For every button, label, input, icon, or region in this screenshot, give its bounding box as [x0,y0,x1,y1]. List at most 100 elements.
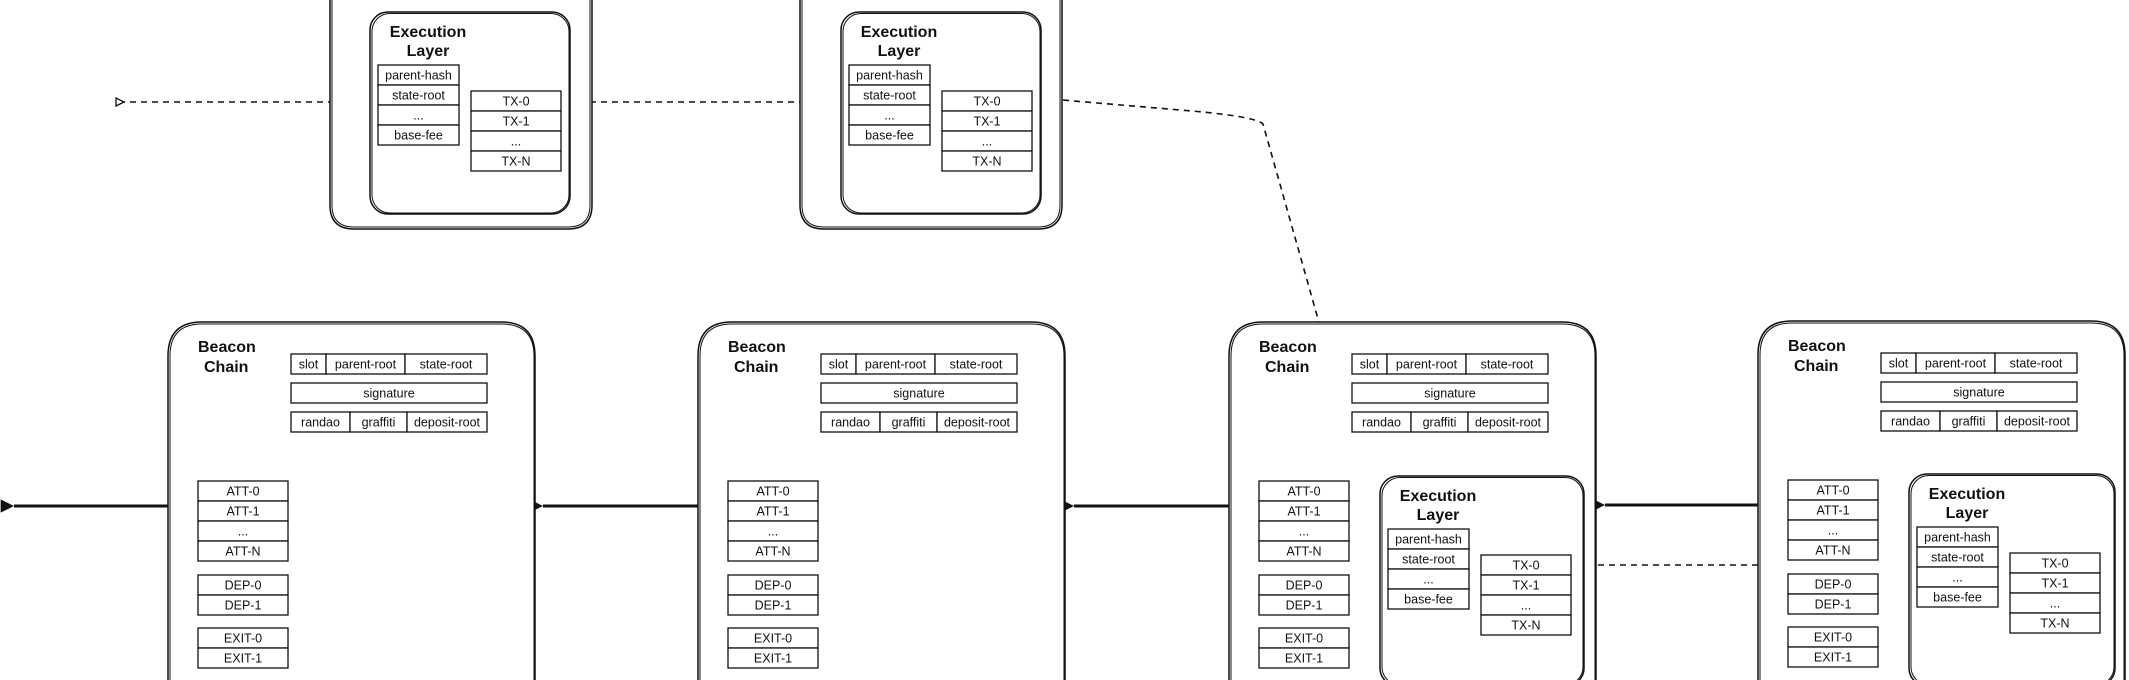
attestation-1-2-label: ... [768,524,778,538]
beacon-header-3-0-label: slot [1889,356,1909,370]
transaction-2-2: ... [1480,594,1572,616]
beacon-title-2: Beacon [1259,339,1317,356]
transaction-2-1: TX-1 [1480,574,1572,596]
execution-title-2-2: Layer [1417,507,1460,524]
beacon-body-field-1-0: randao [820,411,881,433]
execution-header-field-3-2-label: ... [1952,570,1962,584]
exit-3-0: EXIT-0 [1787,626,1879,648]
transaction-2-0-label: TX-0 [1512,558,1539,572]
exit-3-0-label: EXIT-0 [1814,630,1852,644]
beacon-signature-1-label: signature [893,386,944,400]
beacon-signature-1-box [820,382,1018,404]
beacon-header-1-2: state-root [934,353,1018,375]
execution-header-field-0-3: base-fee [377,124,460,146]
execution-header-field-2-0-label: parent-hash [1395,532,1462,546]
beacon-outer-sketch-3 [1759,322,2125,680]
beacon-header-0-0: slot [290,353,327,375]
beacon-header-2-2-box [1465,353,1549,375]
execution-header-field-3-3-box [1916,586,1999,608]
beacon-body-field-0-1: graffiti [349,411,408,433]
beacon-header-0-2: state-root [404,353,488,375]
beacon-outer-sketch-2 [1230,323,1596,680]
attestation-1-0-label: ATT-0 [756,484,789,498]
execution-header-field-3-1: state-root [1916,546,1999,568]
execution-header-field-0-3-box [377,124,460,146]
deposit-0-1-label: DEP-1 [225,598,262,612]
deposit-1-1: DEP-1 [727,594,819,616]
beacon-header-1-0: slot [820,353,857,375]
attestation-1-1: ATT-1 [727,500,819,522]
beacon-header-1-1: parent-root [855,353,936,375]
beacon-body-field-1-2: deposit-root [936,411,1018,433]
attestation-3-1: ATT-1 [1787,499,1879,521]
transaction-1-3-box [941,150,1033,172]
beacon-header-1-1-label: parent-root [865,357,927,371]
beacon-header-2-0-label: slot [1360,357,1380,371]
attestation-0-1: ATT-1 [197,500,289,522]
execution-title-3: Execution [1929,486,2005,503]
beacon-outer-sketch-1 [699,323,1065,680]
attestation-0-3-label: ATT-N [225,544,260,558]
exit-2-1-box [1258,647,1350,669]
beacon-body-field-1-0-label: randao [831,415,870,429]
attestation-2-2: ... [1258,520,1350,542]
attestation-3-0: ATT-0 [1787,479,1879,501]
exit-0-0: EXIT-0 [197,627,289,649]
execution-layer-0: ExecutionLayerparent-hashstate-root...ba… [369,11,571,215]
execution-header-field-3-1-label: state-root [1931,550,1984,564]
deposit-3-1-label: DEP-1 [1815,597,1852,611]
attestation-2-1-label: ATT-1 [1287,504,1320,518]
execution-header-field-0-2-label: ... [413,108,423,122]
execution-layer-2: ExecutionLayerparent-hashstate-root...ba… [1379,475,1585,680]
exit-2-0-label: EXIT-0 [1285,631,1323,645]
beacon-header-1-0-label: slot [829,357,849,371]
transaction-2-3-box [1480,614,1572,636]
deposit-2-1: DEP-1 [1258,594,1350,616]
deposit-0-0: DEP-0 [197,574,289,596]
beacon-body-field-0-1-label: graffiti [362,415,396,429]
execution-header-field-1-0-label: parent-hash [856,68,923,82]
beacon-header-0-1: parent-root [325,353,406,375]
transaction-3-3: TX-N [2009,612,2101,634]
execution-block-0: ExecutionLayerparent-hashstate-root...ba… [329,0,593,230]
beacon-header-0-1-label: parent-root [335,357,397,371]
beacon-header-3-1: parent-root [1915,352,1996,374]
beacon-header-2-1: parent-root [1386,353,1467,375]
execution-title-0: Execution [390,24,466,41]
transaction-0-2: ... [470,130,562,152]
deposit-0-1-box [197,594,289,616]
transaction-1-1-label: TX-1 [973,114,1000,128]
attestation-1-1-label: ATT-1 [756,504,789,518]
execution-title-2-3: Layer [1946,505,1989,522]
beacon-signature-3: signature [1880,381,2078,403]
attestation-0-1-label: ATT-1 [226,504,259,518]
exit-3-1-box [1787,646,1879,668]
beacon-body-field-3-1: graffiti [1939,410,1998,432]
execution-header-field-0-0: parent-hash [377,64,460,86]
execution-outer-sketch-1 [801,0,1061,228]
beacon-title-2-3: Chain [1794,358,1838,375]
deposit-2-1-label: DEP-1 [1286,598,1323,612]
beacon-signature-3-box [1880,381,2078,403]
beacon-body-field-3-2-label: deposit-root [2004,414,2071,428]
execution-header-field-2-0: parent-hash [1387,528,1470,550]
deposit-0-0-label: DEP-0 [225,578,262,592]
transaction-0-0: TX-0 [470,90,562,112]
exit-2-1: EXIT-1 [1258,647,1350,669]
transaction-1-3-label: TX-N [972,154,1001,168]
beacon-header-0-2-label: state-root [420,357,473,371]
transaction-0-1: TX-1 [470,110,562,132]
deposit-1-1-label: DEP-1 [755,598,792,612]
deposit-2-1-box [1258,594,1350,616]
beacon-body-field-3-2: deposit-root [1996,410,2078,432]
exit-2-0: EXIT-0 [1258,627,1350,649]
transaction-3-1-label: TX-1 [2041,576,2068,590]
exit-1-1-box [727,647,819,669]
beacon-header-3-2: state-root [1994,352,2078,374]
attestation-0-2: ... [197,520,289,542]
beacon-title-2-2: Chain [1265,359,1309,376]
execution-header-field-0-2: ... [377,104,460,126]
